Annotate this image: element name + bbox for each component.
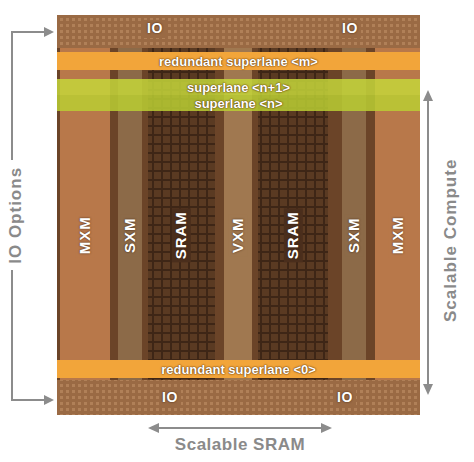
axis-label: Scalable Compute [442, 155, 463, 324]
io-label: IO [159, 389, 181, 406]
die-art [12, 32, 428, 428]
block-label: MXM [76, 213, 95, 257]
die-art [57, 380, 420, 415]
die-art [44, 27, 433, 433]
block-label: SRAM [284, 208, 303, 262]
axis-label: IO Options [6, 164, 27, 267]
block-label: VXM [229, 214, 248, 256]
die-art [321, 423, 332, 433]
die-art [148, 423, 159, 433]
band-label: redundant superlane <m> [159, 54, 318, 69]
axis-label: Scalable SRAM [172, 435, 308, 456]
block-label: SRAM [172, 208, 191, 262]
io-label: IO [334, 389, 356, 406]
io-label: IO [144, 20, 166, 37]
die-art [44, 395, 54, 405]
die-art [57, 15, 420, 415]
die-art [158, 427, 322, 429]
band-label: redundant superlane <0> [161, 362, 316, 377]
superlane-band: superlane <n+1> [57, 79, 420, 95]
die-art [44, 27, 54, 37]
redundant-superlane-band: redundant superlane <m> [57, 52, 420, 70]
io-label: IO [339, 20, 361, 37]
block-label: MXM [389, 213, 408, 257]
band-label: superlane <n> [194, 96, 282, 111]
redundant-superlane-band: redundant superlane <0> [57, 360, 420, 378]
block-label: SXM [345, 214, 364, 256]
die-art [427, 100, 429, 385]
die-art [57, 15, 420, 48]
superlane-band: superlane <n> [57, 95, 420, 111]
die-art [12, 270, 45, 400]
die-art [423, 384, 433, 395]
die-art [423, 90, 433, 101]
die-art [12, 32, 45, 160]
block-label: SXM [121, 214, 140, 256]
band-label: superlane <n+1> [187, 80, 290, 95]
